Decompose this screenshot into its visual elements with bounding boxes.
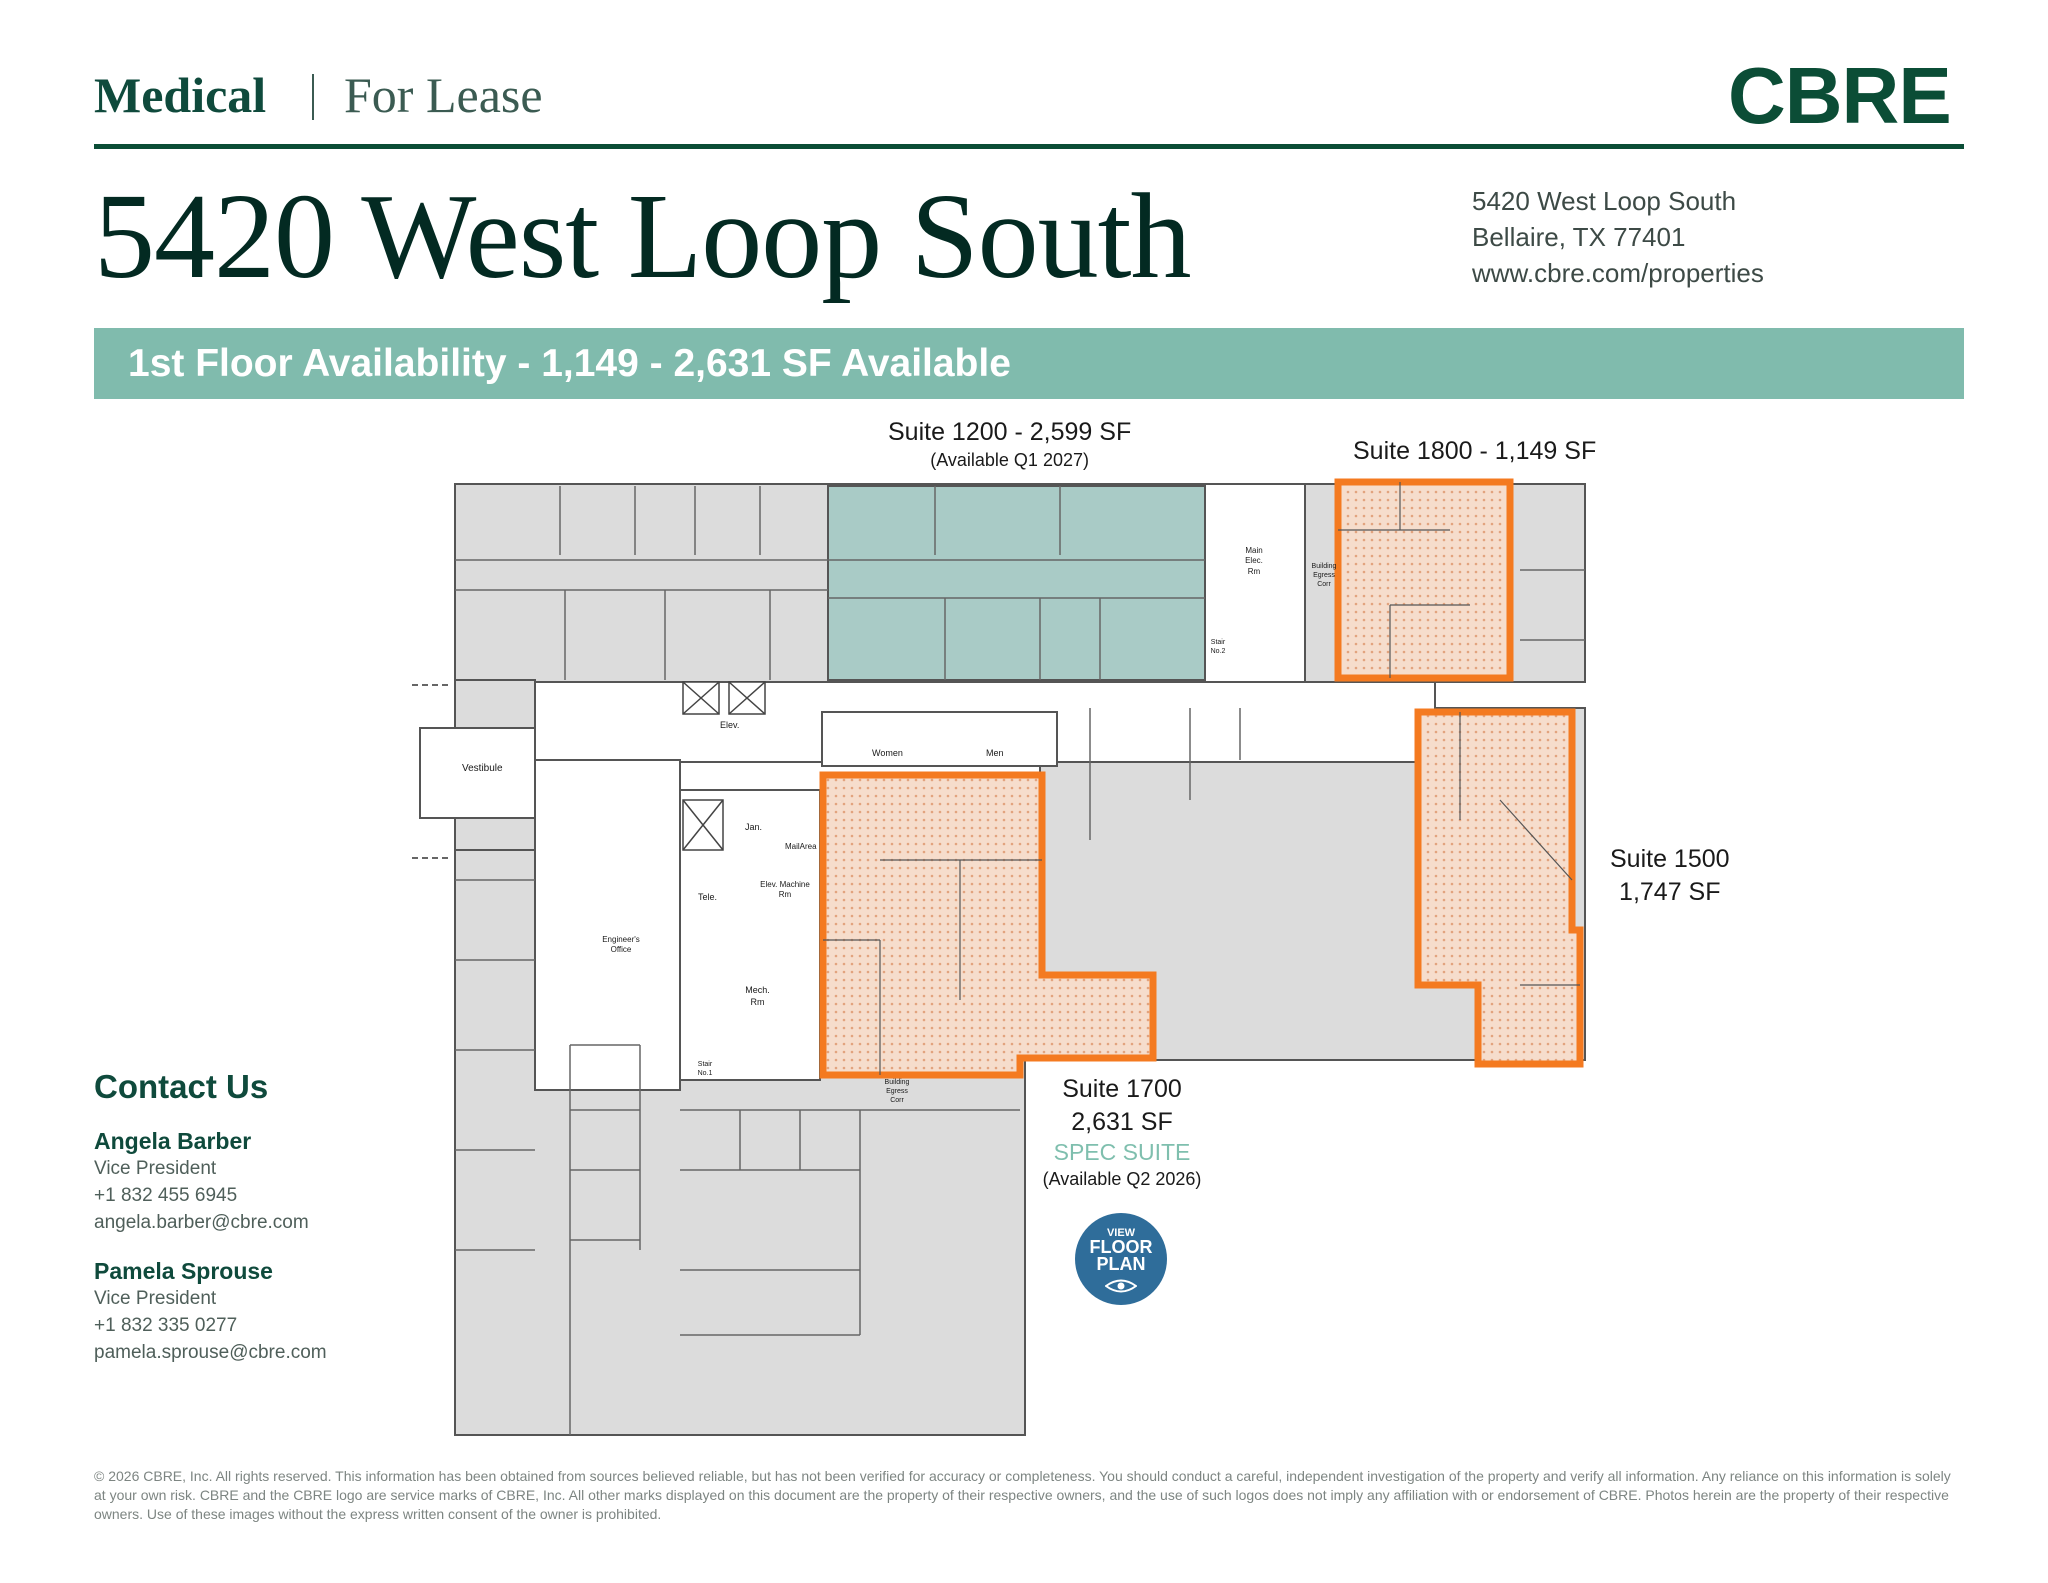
room-elev-machine-label: Elev. Machine Rm [760, 880, 810, 900]
contact-email[interactable]: pamela.sprouse@cbre.com [94, 1342, 327, 1363]
suite-1700-label: Suite 1700 2,631 SF SPEC SUITE (Availabl… [1032, 1073, 1212, 1191]
address-street: 5420 West Loop South [1472, 186, 1737, 216]
view-button-line2: FLOOR [1089, 1237, 1153, 1257]
room-stair1-label: Stair No.1 [697, 1061, 713, 1078]
contact-name: Pamela Sprouse [94, 1258, 273, 1284]
contact-email[interactable]: angela.barber@cbre.com [94, 1212, 309, 1233]
suite-1200-area [827, 485, 1206, 681]
suite-1500-area [1414, 708, 1584, 1068]
room-egress2-label: Building Egress Corr [1311, 563, 1337, 589]
suite-1800-label: Suite 1800 - 1,149 SF [1353, 435, 1596, 468]
suite-1200-label: Suite 1200 - 2,599 SF (Available Q1 2027… [888, 416, 1131, 472]
suite-1700-size: 2,631 SF [1071, 1107, 1173, 1136]
contact-title: Contact Us [94, 1068, 269, 1105]
contact-section: Contact Us Angela Barber Vice President … [94, 1068, 327, 1366]
header-divider [312, 74, 314, 120]
view-button-line1: VIEW [1106, 1227, 1136, 1239]
view-button-line3: PLAN [1096, 1254, 1146, 1274]
room-women-label: Women [872, 748, 903, 758]
contact-role: Vice President [94, 1158, 217, 1179]
availability-banner-text: 1st Floor Availability - 1,149 - 2,631 S… [128, 342, 1011, 385]
property-address: 5420 West Loop South Bellaire, TX 77401 … [1472, 183, 1764, 291]
suite-1800-name: Suite 1800 - 1,149 SF [1353, 437, 1597, 465]
suite-1700-area [819, 771, 1157, 1079]
suite-1500-label: Suite 1500 1,747 SF [1610, 843, 1730, 908]
room-engineer-label: Engineer's Office [602, 935, 640, 955]
contact-role: Vice President [94, 1288, 217, 1309]
room-men-label: Men [986, 748, 1004, 758]
suite-1800-area [1334, 478, 1514, 682]
address-city: Bellaire, TX 77401 [1472, 222, 1686, 252]
central-corridor [534, 759, 681, 1091]
page-title: 5420 West Loop South [94, 169, 1191, 304]
category-label: Medical [94, 67, 267, 123]
lease-type-label: For Lease [344, 67, 543, 123]
contact-name: Angela Barber [94, 1128, 252, 1154]
view-button-text: FLOOR PLAN [1075, 1237, 1167, 1274]
room-tele-label: Tele. [698, 892, 718, 902]
header-rule [94, 144, 1964, 149]
contact-phone[interactable]: +1 832 335 0277 [94, 1315, 238, 1336]
suite-1700-note: (Available Q2 2026) [1042, 1168, 1202, 1189]
eye-icon [1105, 1279, 1137, 1293]
vestibule-room [419, 727, 536, 819]
restrooms-block [821, 711, 1058, 767]
address-url[interactable]: www.cbre.com/properties [1472, 258, 1764, 288]
room-vestibule-label: Vestibule [462, 763, 503, 774]
cbre-logo: CBRE [1728, 51, 1952, 140]
room-elev-label: Elev. [720, 720, 740, 730]
suite-1500-name: Suite 1500 [1610, 845, 1730, 873]
availability-banner: 1st Floor Availability - 1,149 - 2,631 S… [94, 328, 1964, 399]
suite-1500-size: 1,747 SF [1619, 877, 1721, 906]
contact-phone[interactable]: +1 832 455 6945 [94, 1185, 238, 1206]
suite-1700-name: Suite 1700 [1062, 1075, 1182, 1103]
room-mech-label: Mech. Rm [745, 985, 770, 1007]
legal-disclaimer: © 2026 CBRE, Inc. All rights reserved. T… [94, 1468, 1951, 1522]
room-jan-label: Jan. [745, 822, 763, 832]
view-floor-plan-button[interactable]: VIEW FLOOR PLAN [1075, 1213, 1167, 1305]
room-mail-label: MailArea [785, 842, 817, 851]
suite-1200-note: (Available Q1 2027) [930, 449, 1089, 470]
room-main-elec-label: Main Elec. Rm [1245, 546, 1263, 576]
room-egress1-label: Building Egress Corr [884, 1079, 910, 1105]
suite-1700-tag: SPEC SUITE [1053, 1139, 1191, 1165]
suite-1200-name: Suite 1200 - 2,599 SF [888, 418, 1132, 446]
main-elec-room [1204, 483, 1306, 683]
room-stair2-label: Stair No.2 [1210, 639, 1226, 656]
